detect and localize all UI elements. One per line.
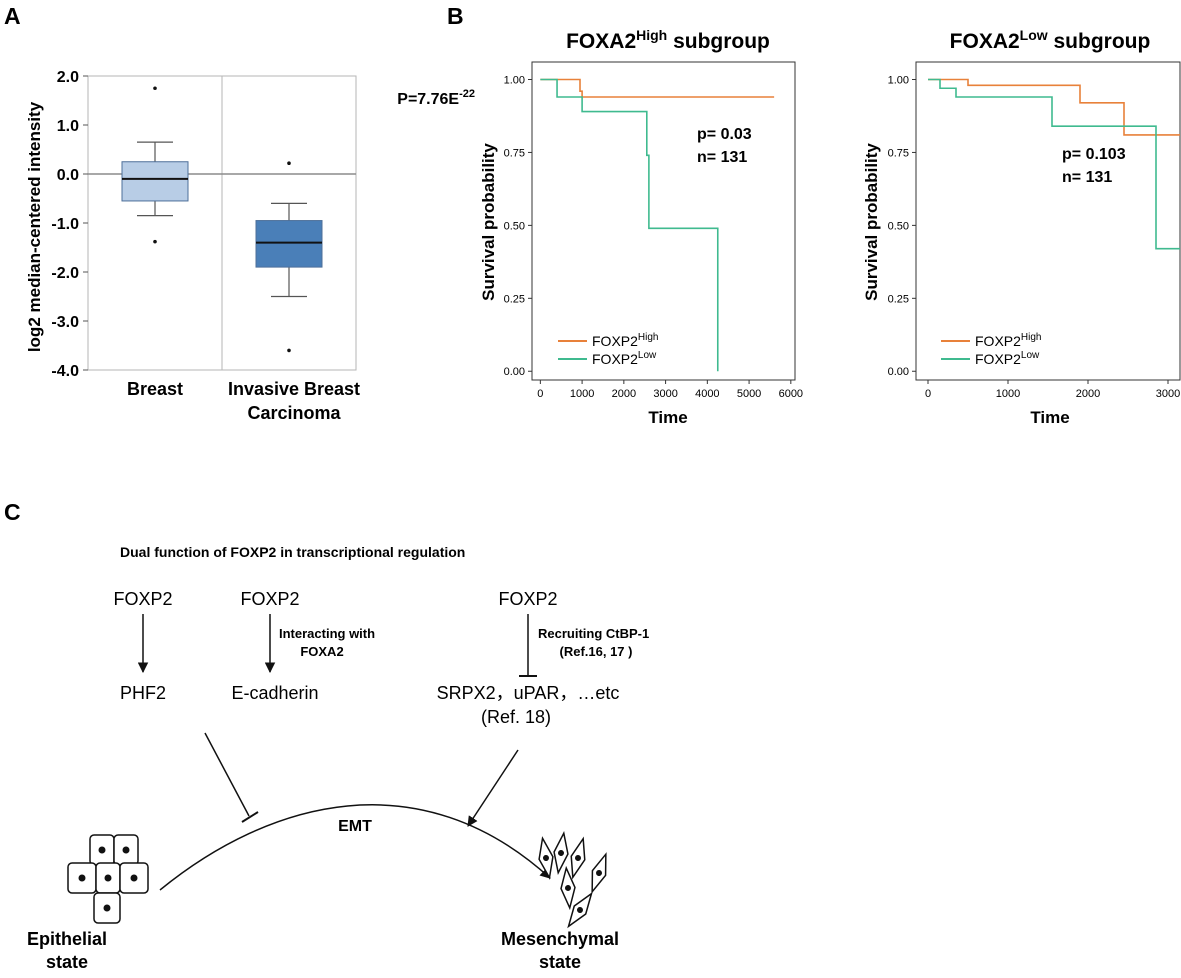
- boxplot-p-value: P=7.76E-22: [397, 88, 475, 108]
- boxplot-category-label: Invasive Breast: [228, 379, 360, 399]
- node-ecadherin: E-cadherin: [231, 683, 318, 703]
- km-survival-curve: [540, 78, 719, 372]
- boxplot-y-tick-label: 1.0: [57, 118, 79, 135]
- km-low-x-axis-label: Time: [1030, 408, 1069, 427]
- km-survival-curve: [928, 78, 1180, 250]
- inhibit-phf2-emt-bar: [241, 811, 259, 823]
- km-frame: [531, 61, 796, 381]
- label-emt: EMT: [338, 818, 372, 835]
- km-x-tick-label: 0: [537, 388, 543, 400]
- label-interacting: Interacting with: [279, 626, 375, 641]
- km-high-x-axis-label: Time: [648, 408, 687, 427]
- km-y-tick-label: 0.75: [888, 147, 909, 159]
- epithelial-cells-icon: [67, 834, 149, 924]
- label-epithelial: Epithelial: [27, 929, 107, 949]
- node-phf2: PHF2: [120, 683, 166, 703]
- km-high-legend-low: FOXP2Low: [592, 350, 657, 367]
- boxplot-chart: log2 median-centered intensity P=7.76E-2…: [25, 69, 475, 423]
- boxplot-y-tick-label: 0.0: [57, 167, 79, 184]
- km-high-n-value: n= 131: [697, 149, 747, 166]
- panel-letter-c: C: [4, 499, 21, 525]
- label-epithelial-state: state: [46, 952, 88, 972]
- arrow-ref18-emt: [467, 749, 519, 827]
- km-x-tick-label: 2000: [1076, 388, 1100, 400]
- km-y-tick-label: 0.25: [504, 293, 525, 305]
- node-srpx2-upar: SRPX2，uPAR，…etc: [437, 683, 620, 703]
- boxplot-category-label: Breast: [127, 379, 183, 399]
- km-x-tick-label: 2000: [612, 388, 636, 400]
- node-foxp2-3: FOXP2: [498, 589, 557, 609]
- boxplot-box: [121, 161, 189, 202]
- label-mesenchymal: Mesenchymal: [501, 929, 619, 949]
- km-low-legend-high: FOXP2High: [975, 332, 1041, 349]
- boxplot-box: [255, 220, 323, 268]
- boxplot-outlier: [153, 86, 157, 91]
- km-low-legend-low: FOXP2Low: [975, 350, 1040, 367]
- boxplot-y-tick-label: -3.0: [51, 314, 79, 331]
- label-recruiting: Recruiting CtBP-1: [538, 626, 649, 641]
- km-y-tick-label: 0.00: [504, 366, 525, 378]
- km-y-tick-label: 0.50: [888, 220, 909, 232]
- emt-curve-arrow: [159, 804, 551, 891]
- boxplot-outlier: [153, 239, 157, 244]
- km-high-y-axis-label: Survival probability: [479, 143, 498, 301]
- boxplot-category-label: Carcinoma: [247, 403, 341, 423]
- km-survival-curve: [928, 78, 1180, 136]
- km-y-tick-label: 0.75: [504, 147, 525, 159]
- km-y-tick-label: 1.00: [504, 75, 525, 87]
- boxplot-y-tick-label: 2.0: [57, 69, 79, 86]
- km-high-legend-high: FOXP2High: [592, 332, 658, 349]
- label-mesenchymal-state: state: [539, 952, 581, 972]
- km-high-title: FOXA2High subgroup: [566, 27, 770, 53]
- km-low-y-axis-label: Survival probability: [862, 143, 881, 301]
- km-y-tick-label: 1.00: [888, 75, 909, 87]
- km-survival-curve: [540, 78, 775, 98]
- boxplot-y-tick-label: -1.0: [51, 216, 79, 233]
- km-x-tick-label: 6000: [779, 388, 803, 400]
- km-x-tick-label: 1000: [570, 388, 594, 400]
- km-y-tick-label: 0.25: [888, 293, 909, 305]
- label-ref-16-17: (Ref.16, 17 ): [560, 644, 633, 659]
- boxplot-outlier: [287, 348, 291, 353]
- km-x-tick-label: 3000: [1156, 388, 1180, 400]
- boxplot-outlier: [287, 161, 291, 166]
- node-foxp2-2: FOXP2: [240, 589, 299, 609]
- boxplot-y-axis-label: log2 median-centered intensity: [25, 101, 44, 352]
- km-x-tick-label: 5000: [737, 388, 761, 400]
- emt-diagram: Dual function of FOXP2 in transcriptiona…: [27, 544, 649, 972]
- inhibit-phf2-emt: [204, 732, 250, 817]
- km-frame: [915, 61, 1181, 381]
- boxplot-y-tick-label: -2.0: [51, 265, 79, 282]
- mesenchymal-cells-icon: [538, 830, 607, 929]
- km-y-tick-label: 0.00: [888, 366, 909, 378]
- km-low-title: FOXA2Low subgroup: [950, 27, 1151, 53]
- panel-letter-a: A: [4, 3, 21, 29]
- km-x-tick-label: 1000: [996, 388, 1020, 400]
- node-foxp2-1: FOXP2: [113, 589, 172, 609]
- diagram-title: Dual function of FOXP2 in transcriptiona…: [120, 544, 465, 560]
- km-y-tick-label: 0.50: [504, 220, 525, 232]
- boxplot-y-tick-label: -4.0: [51, 363, 79, 380]
- km-x-tick-label: 3000: [653, 388, 677, 400]
- km-chart-foxa2-low: FOXA2Low subgroup Survival probability T…: [862, 27, 1181, 427]
- km-low-n-value: n= 131: [1062, 169, 1112, 186]
- km-high-p-value: p= 0.03: [697, 126, 752, 143]
- panel-letter-b: B: [447, 3, 464, 29]
- label-foxa2: FOXA2: [300, 644, 343, 659]
- node-ref-18: (Ref. 18): [481, 707, 551, 727]
- km-x-tick-label: 0: [925, 388, 931, 400]
- km-low-p-value: p= 0.103: [1062, 146, 1126, 163]
- km-x-tick-label: 4000: [695, 388, 719, 400]
- km-chart-foxa2-high: FOXA2High subgroup Survival probability …: [479, 27, 803, 427]
